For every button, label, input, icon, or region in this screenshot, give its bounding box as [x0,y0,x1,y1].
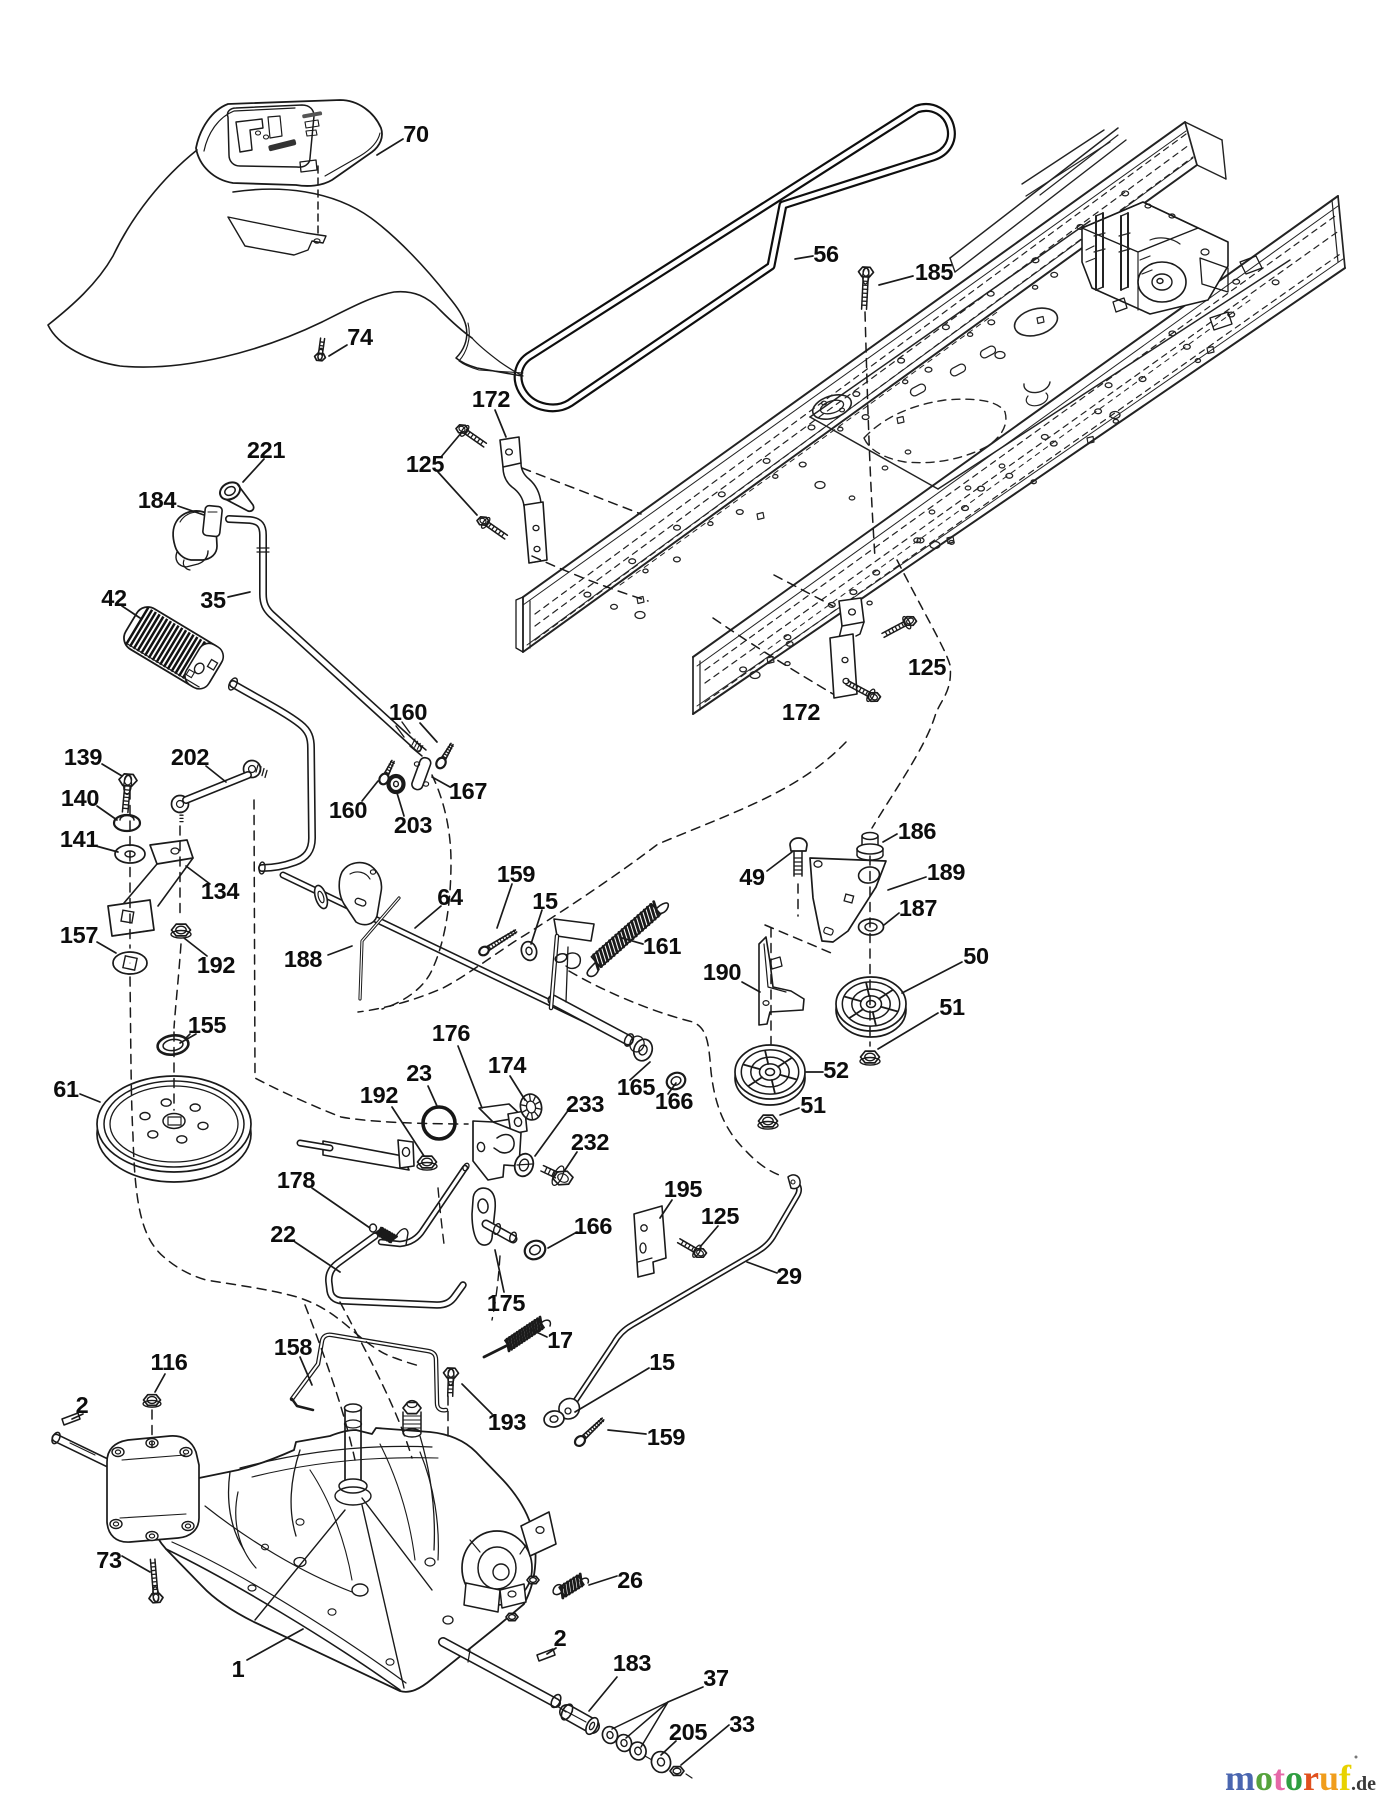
svg-text:176: 176 [432,1020,471,1046]
svg-text:186: 186 [898,818,937,844]
svg-text:184: 184 [138,487,177,513]
svg-text:51: 51 [939,994,965,1020]
svg-text:178: 178 [277,1167,316,1193]
svg-text:51: 51 [800,1092,826,1118]
svg-text:35: 35 [200,587,226,613]
svg-text:232: 232 [571,1129,610,1155]
svg-text:140: 140 [61,785,100,811]
svg-text:139: 139 [64,744,103,770]
svg-text:195: 195 [664,1176,703,1202]
svg-text:37: 37 [703,1665,729,1691]
svg-text:22: 22 [270,1221,296,1247]
svg-text:166: 166 [655,1088,694,1114]
svg-text:70: 70 [403,121,429,147]
svg-text:165: 165 [617,1074,656,1100]
svg-text:2: 2 [76,1392,89,1418]
svg-text:1: 1 [232,1656,245,1682]
svg-text:172: 172 [472,386,511,412]
svg-text:17: 17 [547,1327,573,1353]
svg-text:187: 187 [899,895,938,921]
svg-text:159: 159 [497,861,536,887]
svg-text:158: 158 [274,1334,313,1360]
svg-text:49: 49 [739,864,765,890]
svg-text:26: 26 [617,1567,643,1593]
svg-text:64: 64 [437,884,463,910]
svg-text:155: 155 [188,1012,227,1038]
svg-text:159: 159 [647,1424,686,1450]
svg-text:190: 190 [703,959,742,985]
svg-text:202: 202 [171,744,210,770]
svg-text:192: 192 [360,1082,399,1108]
svg-text:125: 125 [701,1203,740,1229]
svg-text:183: 183 [613,1650,652,1676]
svg-text:174: 174 [488,1052,527,1078]
svg-text:175: 175 [487,1290,526,1316]
svg-text:203: 203 [394,812,433,838]
svg-text:125: 125 [908,654,947,680]
svg-text:73: 73 [96,1547,122,1573]
svg-text:23: 23 [406,1060,432,1086]
svg-text:161: 161 [643,933,682,959]
svg-text:166: 166 [574,1213,613,1239]
svg-text:160: 160 [389,699,428,725]
svg-text:157: 157 [60,922,99,948]
svg-text:125: 125 [406,451,445,477]
svg-text:172: 172 [782,699,821,725]
svg-text:160: 160 [329,797,368,823]
svg-text:205: 205 [669,1719,708,1745]
svg-text:192: 192 [197,952,236,978]
svg-text:189: 189 [927,859,966,885]
svg-text:74: 74 [347,324,373,350]
svg-text:33: 33 [729,1711,755,1737]
svg-text:233: 233 [566,1091,605,1117]
svg-text:15: 15 [532,888,558,914]
svg-text:116: 116 [150,1349,187,1375]
svg-text:15: 15 [649,1349,675,1375]
svg-text:193: 193 [488,1409,527,1435]
svg-text:185: 185 [915,259,954,285]
svg-text:2: 2 [554,1625,567,1651]
svg-text:50: 50 [963,943,989,969]
svg-text:167: 167 [449,778,488,804]
svg-text:221: 221 [247,437,286,463]
svg-text:141: 141 [60,826,99,852]
svg-text:56: 56 [813,241,839,267]
svg-text:29: 29 [776,1263,802,1289]
svg-text:134: 134 [201,878,240,904]
svg-text:52: 52 [823,1057,849,1083]
svg-text:188: 188 [284,946,323,972]
svg-text:42: 42 [101,585,127,611]
svg-text:61: 61 [53,1076,79,1102]
